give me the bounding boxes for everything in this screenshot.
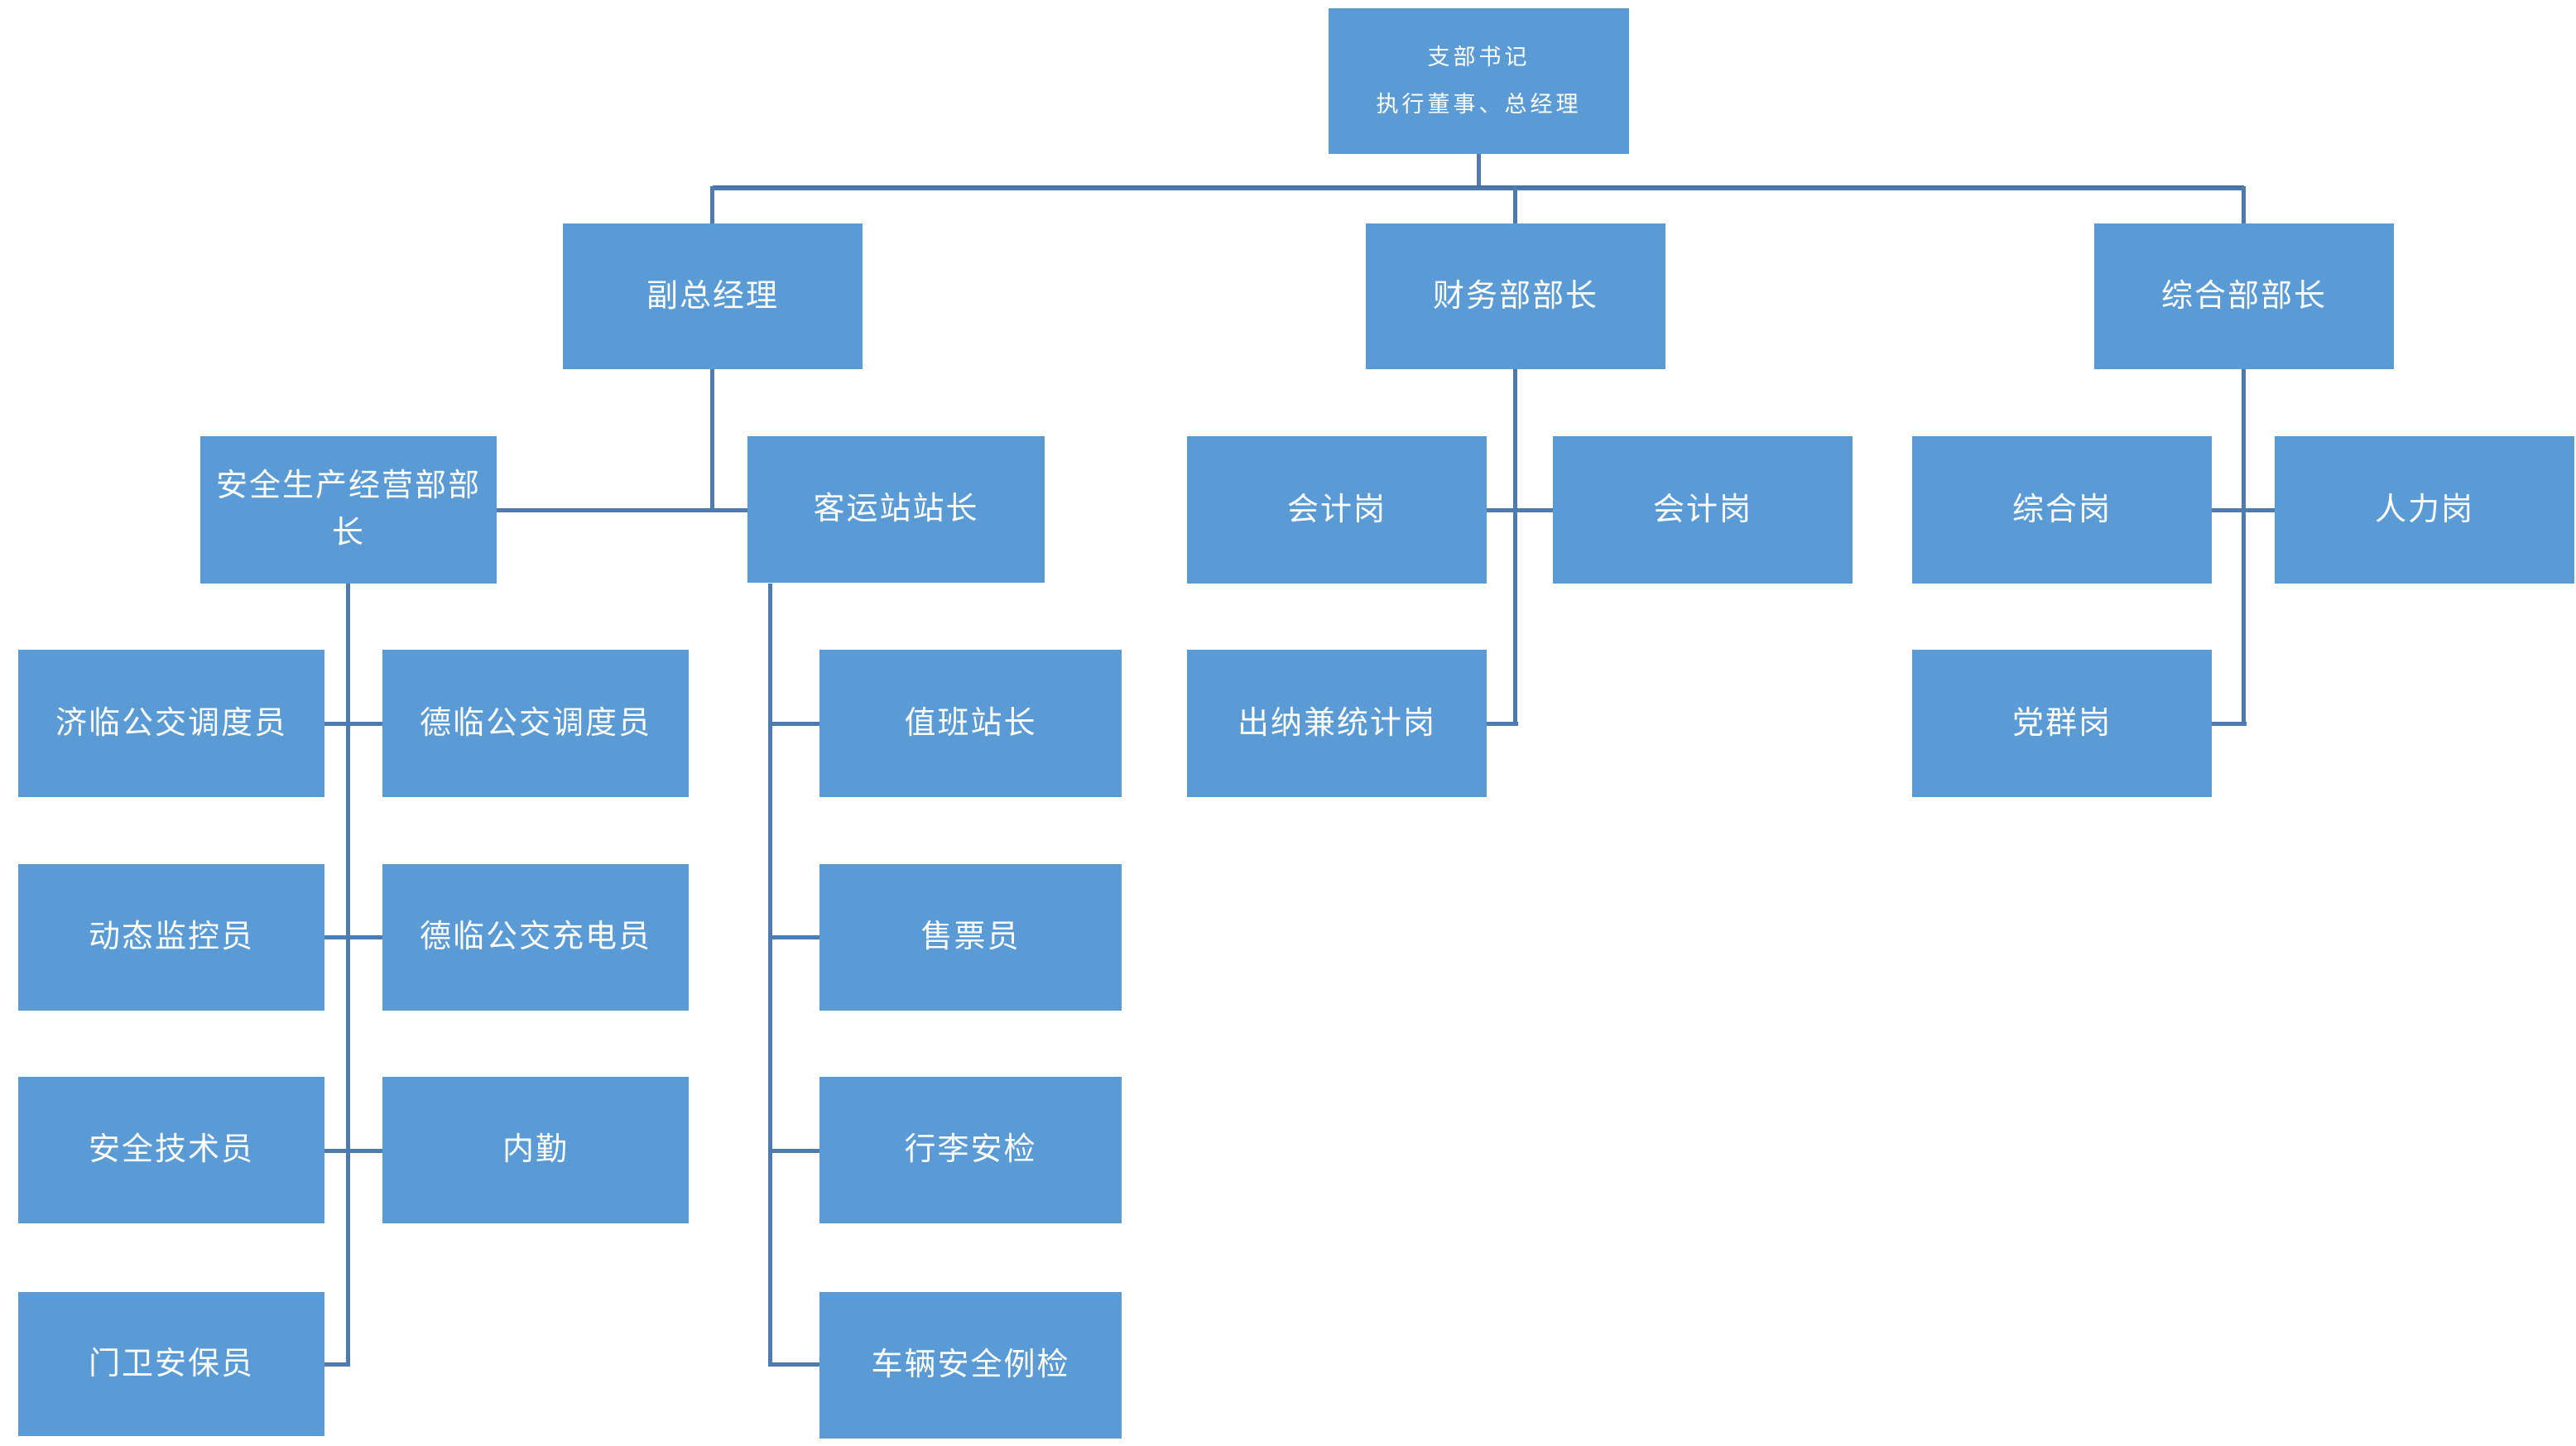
org-node-accountant-2: 会计岗 <box>1553 436 1853 584</box>
connector-line <box>2212 722 2247 726</box>
org-node-party-mass-post: 党群岗 <box>1912 650 2212 797</box>
org-node-delin-charger: 德临公交充电员 <box>382 864 689 1011</box>
org-node-dynamic-monitor: 动态监控员 <box>18 864 324 1011</box>
org-node-accountant-1: 会计岗 <box>1187 436 1487 584</box>
org-node-label: 会计岗 <box>1286 492 1387 527</box>
connector-line <box>346 584 350 1366</box>
connector-line <box>1487 508 1553 512</box>
org-node-ticket-seller: 售票员 <box>819 864 1122 1011</box>
org-node-label: 执行董事、总经理 <box>1376 92 1582 117</box>
connector-line <box>1513 186 1517 223</box>
org-node-label: 综合部部长 <box>2160 278 2327 314</box>
org-node-gate-guard: 门卫安保员 <box>18 1292 324 1436</box>
org-node-cashier-statistics: 出纳兼统计岗 <box>1187 650 1487 797</box>
org-node-delin-dispatcher: 德临公交调度员 <box>382 650 689 797</box>
connector-line <box>324 1149 382 1153</box>
org-node-station-master: 客运站站长 <box>747 436 1045 583</box>
org-node-label: 动态监控员 <box>88 920 254 954</box>
connector-line <box>2242 186 2246 223</box>
org-node-label: 德临公交调度员 <box>419 705 651 741</box>
connector-line <box>497 508 747 512</box>
org-node-label: 售票员 <box>920 920 1021 954</box>
connector-line <box>1487 722 1518 726</box>
org-node-safety-technician: 安全技术员 <box>18 1077 324 1223</box>
org-node-label: 会计岗 <box>1652 492 1752 527</box>
org-node-label: 值班站长 <box>904 705 1037 741</box>
connector-line <box>768 722 819 726</box>
connector-line <box>768 1362 819 1367</box>
org-node-label: 安全生产经营部部长 <box>215 468 481 550</box>
org-node-finance-head: 财务部部长 <box>1366 223 1665 369</box>
org-node-general-post: 综合岗 <box>1912 436 2212 584</box>
org-node-jilin-dispatcher: 济临公交调度员 <box>18 650 324 797</box>
org-node-label: 车辆安全例检 <box>871 1348 1070 1382</box>
org-node-branch-secretary: 支部书记 执行董事、总经理 <box>1329 8 1629 154</box>
org-node-label: 行李安检 <box>904 1132 1037 1167</box>
org-node-deputy-gm: 副总经理 <box>563 223 863 369</box>
org-node-label: 副总经理 <box>646 278 779 314</box>
connector-line <box>324 935 382 939</box>
org-node-label: 支部书记 <box>1427 45 1531 70</box>
org-node-label: 德临公交充电员 <box>419 920 651 954</box>
connector-line <box>2242 369 2246 726</box>
org-node-vehicle-safety-check: 车辆安全例检 <box>819 1292 1122 1439</box>
org-node-office-clerk: 内勤 <box>382 1077 689 1223</box>
org-node-label: 客运站站长 <box>813 492 979 526</box>
org-node-label: 出纳兼统计岗 <box>1237 705 1436 741</box>
org-node-label: 人力岗 <box>2374 492 2474 527</box>
org-node-general-head: 综合部部长 <box>2094 223 2394 369</box>
connector-line <box>1477 154 1481 190</box>
connector-line <box>1513 369 1517 726</box>
org-node-label: 财务部部长 <box>1432 278 1598 314</box>
org-node-safety-production-head: 安全生产经营部部长 <box>200 436 497 584</box>
org-node-label: 济临公交调度员 <box>55 705 287 741</box>
org-node-duty-station-master: 值班站长 <box>819 650 1122 797</box>
connector-line <box>324 1362 350 1367</box>
connector-line <box>324 722 382 726</box>
connector-line <box>768 584 772 1366</box>
org-node-label: 门卫安保员 <box>88 1346 254 1381</box>
connector-line <box>768 1149 819 1153</box>
org-node-label: 安全技术员 <box>88 1132 254 1167</box>
connector-line <box>710 369 714 512</box>
connector-line <box>2212 508 2275 512</box>
org-node-label: 党群岗 <box>2011 705 2112 741</box>
connector-line <box>710 186 714 223</box>
connector-line <box>768 935 819 939</box>
connector-line <box>713 185 2244 190</box>
org-node-label: 综合岗 <box>2011 492 2112 527</box>
org-node-hr-post: 人力岗 <box>2275 436 2574 584</box>
org-node-luggage-security: 行李安检 <box>819 1077 1122 1223</box>
org-node-label: 内勤 <box>502 1132 569 1167</box>
